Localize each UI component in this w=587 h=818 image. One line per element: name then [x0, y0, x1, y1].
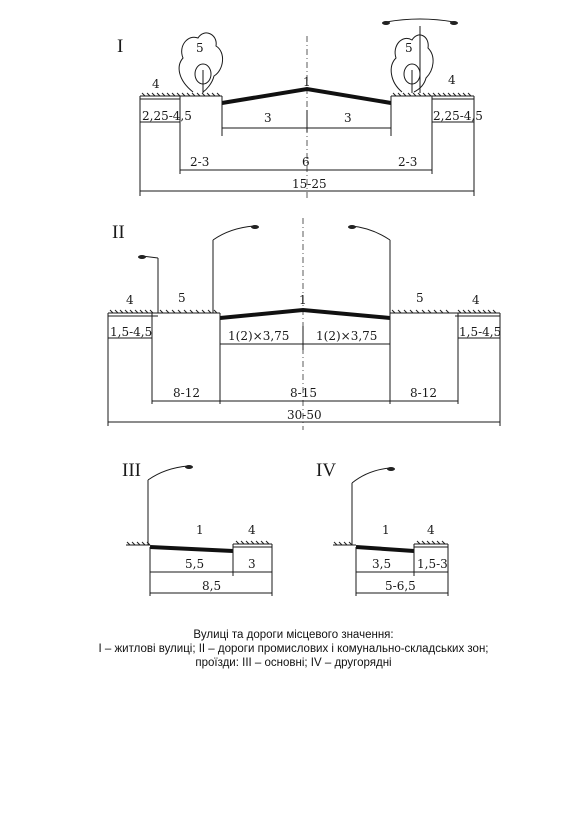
- section-i-label-lane-right: 3: [344, 111, 352, 125]
- section-iii-label-carriageway: 1: [196, 523, 204, 537]
- section-iv-roman-label: IV: [316, 460, 336, 481]
- section-ii-label-strip-left: 8-12: [173, 386, 200, 400]
- section-i-street-lamp-icon: [382, 18, 458, 93]
- section-ii-label-carriage-width: 8-15: [290, 386, 317, 400]
- section-ii-label-green-left: 5: [178, 291, 186, 305]
- section-ii-label-walk-width-right: 1,5-4,5: [459, 325, 501, 339]
- section-i-label-walk-width-left: 2,25-4,5: [142, 109, 192, 123]
- section-ii-label-strip-right: 8-12: [410, 386, 437, 400]
- section-ii-label-lane-right: 1(2)×3,75: [316, 329, 377, 343]
- caption-line-1: Вулиці та дороги місцевого значення:: [193, 629, 394, 641]
- section-i-label-walk-width-right: 2,25-4,5: [433, 109, 483, 123]
- section-iii-label-walk-width: 3: [248, 557, 256, 571]
- section-ii-lamp-inner-right-icon: [348, 225, 391, 313]
- caption-line-3: проїзди: ІІІ – основні; IV – другорядні: [195, 657, 392, 669]
- section-i: I: [117, 18, 483, 200]
- section-ii-label-sidewalk-left: 4: [126, 293, 134, 307]
- section-iv-label-carriageway: 1: [382, 523, 390, 537]
- section-ii-hatching: [109, 309, 497, 314]
- section-i-hatching: [141, 92, 472, 97]
- figure-caption: Вулиці та дороги місцевого значення: І –…: [0, 628, 587, 670]
- section-iv-carriageway: [355, 545, 415, 553]
- section-iv-label-sidewalk: 4: [427, 523, 435, 537]
- section-i-carriageway: [221, 86, 392, 105]
- caption-line-2: І – житлові вулиці; ІІ – дороги промисло…: [98, 643, 489, 655]
- section-iv: IV 1 4 3,5 1,5-3 5-6,5: [316, 460, 449, 596]
- section-iv-street-lamp-icon: [351, 467, 395, 545]
- section-i-label-green-left: 2-3: [190, 155, 209, 169]
- section-i-label-carriage-width: 6: [302, 155, 310, 169]
- section-ii-label-green-right: 5: [416, 291, 424, 305]
- section-i-label-total: 15-25: [292, 177, 327, 191]
- section-i-label-tree-right: 5: [405, 41, 413, 55]
- section-i-roman-label: I: [117, 36, 123, 57]
- section-ii-label-lane-left: 1(2)×3,75: [228, 329, 289, 343]
- section-i-label-sidewalk-left: 4: [152, 77, 160, 91]
- section-i-tree-left-icon: [178, 32, 223, 93]
- section-ii-label-walk-width-left: 1,5-4,5: [110, 325, 152, 339]
- section-iv-label-carriage-width: 3,5: [372, 557, 391, 571]
- section-i-label-sidewalk-right: 4: [448, 73, 456, 87]
- section-iii-label-sidewalk: 4: [248, 523, 256, 537]
- section-i-label-carriageway: 1: [303, 75, 311, 89]
- section-i-label-lane-left: 3: [264, 111, 272, 125]
- section-ii-lamp-outer-left-icon: [138, 255, 159, 313]
- section-ii-carriageway: [219, 307, 391, 320]
- section-iv-label-total: 5-6,5: [385, 579, 416, 593]
- section-iv-label-walk-width: 1,5-3: [417, 557, 448, 571]
- section-iii-label-total: 8,5: [202, 579, 221, 593]
- section-ii-lamp-inner-left-icon: [212, 225, 259, 313]
- section-ii-roman-label: II: [112, 222, 125, 243]
- section-i-label-green-right: 2-3: [398, 155, 417, 169]
- section-ii: II: [107, 218, 501, 430]
- section-ii-label-sidewalk-right: 4: [472, 293, 480, 307]
- section-iii-carriageway: [149, 545, 234, 553]
- section-iii-label-carriage-width: 5,5: [185, 557, 204, 571]
- section-iii-roman-label: III: [122, 460, 141, 481]
- section-iii: III 1 4 5,5 3 8,5: [122, 460, 273, 596]
- section-ii-label-total: 30-50: [287, 408, 322, 422]
- section-ii-label-carriageway: 1: [299, 293, 307, 307]
- section-iii-street-lamp-icon: [147, 465, 193, 545]
- section-i-label-tree-left: 5: [196, 41, 204, 55]
